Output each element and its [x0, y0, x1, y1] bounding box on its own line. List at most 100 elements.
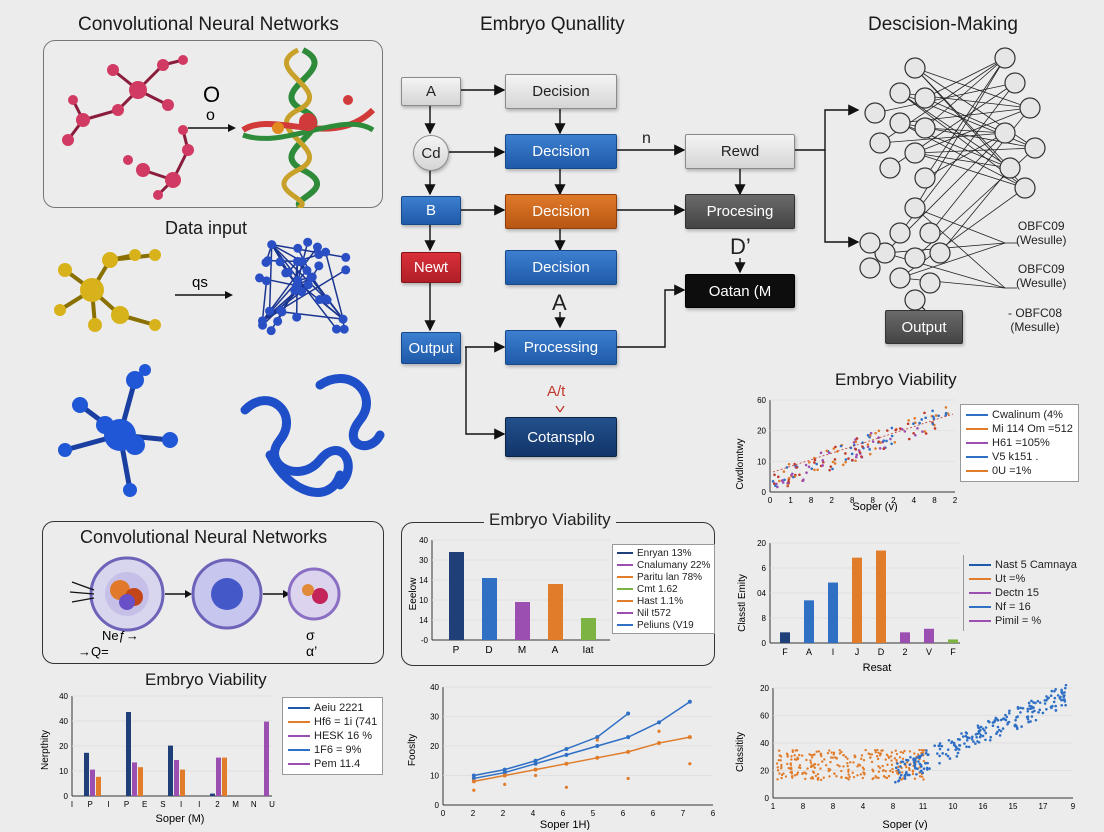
bar	[581, 618, 596, 640]
scatter-point	[1029, 720, 1032, 723]
box-newt[interactable]: Newt	[401, 252, 461, 283]
box-oatan[interactable]: Oatan (M	[685, 274, 795, 308]
scatter-point	[807, 465, 811, 469]
scatter-point	[776, 766, 779, 769]
scatter-point	[778, 479, 781, 483]
scatter-point	[974, 742, 977, 745]
y-tick-label: 40	[760, 739, 769, 748]
scatter-point	[1062, 695, 1065, 699]
box-decision-1[interactable]: Decision	[505, 74, 617, 109]
atom	[302, 265, 312, 275]
scatter-point	[835, 756, 838, 760]
protein-helix-icon	[241, 47, 376, 208]
data-point	[564, 746, 569, 751]
scatter-point	[961, 735, 965, 738]
scatter-point	[944, 406, 948, 409]
scatter-point	[928, 767, 931, 770]
viability-right-title: Embryo Viability	[835, 370, 957, 389]
atom	[341, 265, 351, 275]
scatter-point	[836, 763, 839, 767]
scatter-point	[774, 484, 777, 487]
scatter-point	[898, 756, 902, 759]
scatter-point	[772, 482, 776, 485]
scatter-point	[862, 771, 865, 774]
scatter-point	[533, 773, 538, 778]
scatter-point	[832, 753, 835, 756]
x-axis-label: Soper (v)	[852, 501, 897, 512]
scatter-point	[978, 731, 981, 735]
scatter-point	[874, 751, 878, 754]
legend-bar-bottom-left: Aeiu 2221 Hf6 = 1i (741 HESK 16 % 1F6 = …	[282, 697, 384, 775]
scatter-point	[938, 742, 942, 745]
scatter-point	[816, 778, 820, 781]
y-tick-label: 14	[419, 576, 428, 585]
box-decision-4[interactable]: Decision	[505, 250, 617, 285]
atom	[273, 316, 283, 326]
scatter-point	[989, 735, 993, 739]
scatter-point	[955, 755, 959, 758]
scatter-point	[924, 416, 928, 420]
box-cotansplo[interactable]: Cotansplo	[505, 417, 617, 457]
scatter-point	[773, 473, 776, 477]
scatter-point	[793, 774, 797, 777]
box-procesing[interactable]: Procesing	[685, 194, 795, 229]
scatter-point	[994, 716, 998, 720]
scatter-point	[798, 764, 802, 767]
scatter-point	[1034, 718, 1038, 722]
scatter-point	[894, 428, 897, 432]
scatter-point	[938, 754, 941, 758]
y-tick-label: 10	[419, 596, 428, 605]
x-tick-label: 2	[215, 800, 220, 809]
atom	[263, 256, 273, 266]
scatter-point	[886, 763, 889, 766]
scatter-point	[876, 748, 879, 752]
network-node	[859, 257, 881, 279]
y-tick-label: 0	[765, 794, 770, 803]
scatter-point	[918, 748, 921, 752]
box-output-flow[interactable]: Output	[401, 332, 461, 364]
scatter-point	[923, 430, 927, 433]
scatter-point	[893, 757, 897, 760]
box-a[interactable]: A	[401, 77, 461, 106]
scatter-point	[1043, 699, 1047, 702]
embryo-cell-icon-2	[191, 558, 263, 630]
scatter-point	[860, 455, 863, 458]
circle-cd[interactable]: Cd	[413, 135, 449, 171]
scatter-point	[974, 733, 978, 736]
scatter-point	[995, 732, 998, 735]
scatter-point	[838, 749, 841, 752]
scatter-point	[839, 444, 843, 448]
x-tick-label: 0	[441, 809, 446, 818]
scatter-point	[868, 753, 872, 756]
viability-center-title: Embryo Viability	[484, 510, 616, 530]
scatter-point	[893, 440, 897, 444]
scatter-point	[964, 734, 968, 738]
box-b[interactable]: B	[401, 196, 461, 225]
scatter-point	[794, 749, 797, 752]
network-output-box[interactable]: Output	[885, 310, 963, 344]
scatter-point	[844, 776, 848, 780]
box-processing[interactable]: Processing	[505, 330, 617, 365]
box-decision-2[interactable]: Decision	[505, 134, 617, 169]
box-decision-3[interactable]: Decision	[505, 194, 617, 229]
scatter-point	[918, 755, 922, 759]
box-rewd[interactable]: Rewd	[685, 134, 795, 169]
atom	[267, 240, 277, 250]
scatter-point	[978, 735, 982, 739]
network-node	[999, 157, 1021, 179]
y-tick-label: 0	[762, 639, 767, 648]
scatter-point	[932, 415, 935, 418]
scatter-point	[956, 751, 960, 755]
scatter-point	[887, 755, 890, 758]
scatter-point	[786, 481, 790, 485]
scatter-point	[857, 763, 860, 766]
network-node	[904, 57, 926, 79]
scatter-point	[813, 461, 816, 464]
scatter-point	[901, 757, 905, 760]
scatter-point	[810, 467, 814, 471]
x-tick-label: U	[269, 800, 275, 809]
scatter-point	[890, 434, 894, 438]
x-tick-label: 15	[1009, 802, 1018, 811]
